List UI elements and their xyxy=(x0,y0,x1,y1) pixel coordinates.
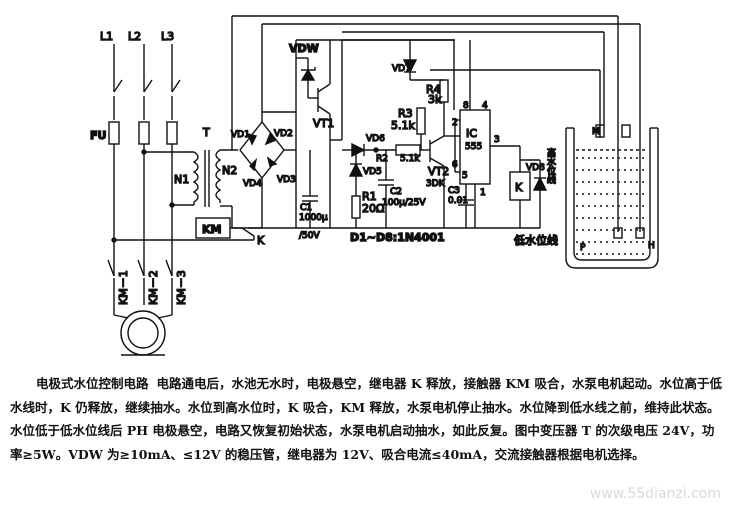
water-tank xyxy=(565,124,659,269)
label-vd6: VD6 xyxy=(366,134,385,144)
label-l3: L3 xyxy=(161,30,174,43)
label-c2: C2 xyxy=(390,187,402,197)
label-c3: C3 xyxy=(448,186,460,196)
label-t: T xyxy=(202,126,210,139)
label-ic-value: 555 xyxy=(465,142,482,152)
label-electrode-p: P xyxy=(580,243,586,253)
label-vd4: VD4 xyxy=(243,179,262,189)
label-n1: N1 xyxy=(174,173,189,186)
ic-wiring xyxy=(454,119,521,228)
label-diode-note: D1~D8:1N4001 xyxy=(350,231,445,244)
label-pin4: 4 xyxy=(482,101,488,111)
label-vd7: VD7 xyxy=(392,64,411,74)
label-l1: L1 xyxy=(100,30,113,43)
label-pin8: 8 xyxy=(463,101,469,111)
c1-capacitor xyxy=(302,150,318,228)
caption-title: 电极式水位控制电路 xyxy=(36,376,149,391)
transformer xyxy=(192,149,238,228)
label-low-level: 低水位线 xyxy=(514,233,558,247)
vt1-transistor xyxy=(308,40,331,228)
label-ic: IC xyxy=(466,127,477,140)
label-c3-value: 0.01 xyxy=(448,196,468,206)
label-km3: KM－3 xyxy=(175,270,188,305)
label-r2-value: 5.1k xyxy=(400,154,420,164)
label-electrode-h: H xyxy=(648,241,655,251)
label-electrode-m: M xyxy=(592,127,600,137)
label-r1: R1 xyxy=(362,190,377,203)
label-c1: C1 xyxy=(300,203,312,213)
label-r1-value: 20Ω xyxy=(362,202,384,215)
label-n2: N2 xyxy=(222,164,237,177)
label-relay-k: K xyxy=(515,181,523,194)
km-contacts xyxy=(107,258,173,315)
r2-resistor xyxy=(395,144,430,156)
fuses xyxy=(108,121,178,258)
vd6-diode xyxy=(342,142,396,158)
r3-resistor xyxy=(416,107,426,150)
r1-resistor xyxy=(351,195,361,228)
label-pin1: 1 xyxy=(480,188,486,198)
vd5-diode xyxy=(348,150,364,196)
caption: 电极式水位控制电路电路通电后，水池无水时，电极悬空，继电器 K 释放，接触器 K… xyxy=(10,372,725,466)
relay-wiring xyxy=(505,159,548,229)
vd7-diode xyxy=(402,40,418,80)
label-r4: R4 xyxy=(426,83,441,96)
c2-capacitor xyxy=(378,150,394,228)
motor-icon xyxy=(113,310,173,356)
label-l2: L2 xyxy=(128,30,141,43)
mains-lines xyxy=(113,44,181,120)
vt2-transistor xyxy=(429,135,460,228)
primary-wiring xyxy=(111,149,196,243)
label-c1-value-1: 1000μ xyxy=(299,213,328,223)
r4-resistor xyxy=(410,79,449,136)
label-vd5: VD5 xyxy=(363,167,382,177)
vplus-rail xyxy=(330,39,471,141)
label-r2: R2 xyxy=(376,154,388,164)
label-vdw: VDW xyxy=(289,42,319,55)
label-vt1: VT1 xyxy=(313,117,334,130)
label-km2: KM－2 xyxy=(147,270,160,305)
label-c2-value: 100μ/25V xyxy=(382,198,426,208)
label-km1: KM－1 xyxy=(117,270,130,305)
label-fu: FU xyxy=(90,129,106,142)
circuit-diagram: L1 L2 L3 FU T N1 N2 xyxy=(89,15,659,356)
label-pin3: 3 xyxy=(494,135,500,145)
electrode-wiring xyxy=(231,15,641,150)
label-vd2: VD2 xyxy=(274,129,293,139)
label-pin5: 5 xyxy=(462,171,468,181)
caption-text: 电路通电后，水池无水时，电极悬空，继电器 K 释放，接触器 KM 吸合，水泵电机… xyxy=(10,376,722,462)
label-vd1: VD1 xyxy=(231,130,250,140)
label-c1-value-2: /50V xyxy=(299,231,320,241)
watermark: www.55dianzi.com xyxy=(589,486,721,502)
label-k-contact: K xyxy=(257,234,265,247)
label-high-level: 高水位线 xyxy=(545,147,556,184)
label-r4-value: 3k xyxy=(428,93,442,106)
label-vt2: VT2 xyxy=(428,165,449,178)
label-km-coil: KM xyxy=(202,223,221,236)
label-vt2-value: 3DK xyxy=(426,179,446,189)
vdw-zener xyxy=(296,57,316,98)
label-vd8: VD8 xyxy=(526,163,545,173)
label-vd3: VD3 xyxy=(277,175,296,185)
label-r3-value: 5.1k xyxy=(391,119,415,132)
c3-capacitor xyxy=(458,188,474,228)
bridge-rectifier xyxy=(239,111,296,228)
label-r3: R3 xyxy=(398,107,413,120)
